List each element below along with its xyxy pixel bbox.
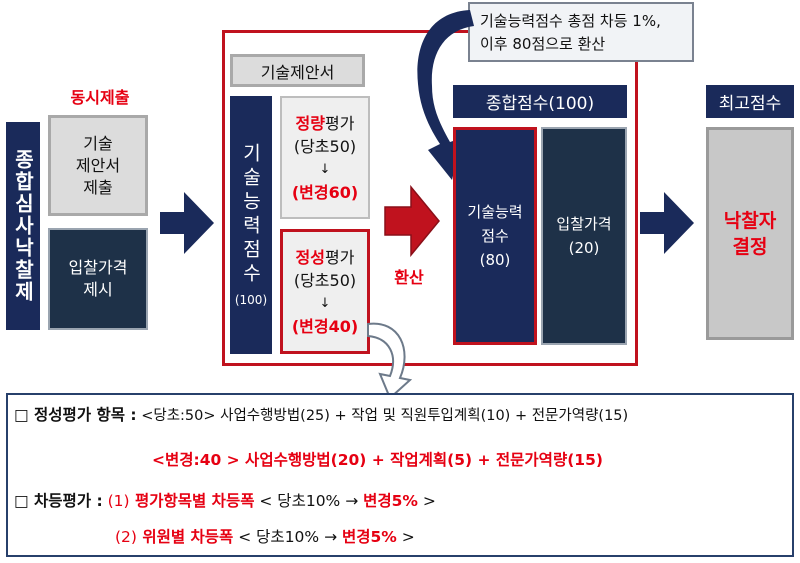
note-diff1-end: > xyxy=(417,492,436,510)
quant-after: (변경60) xyxy=(291,182,359,202)
left-label-text: 종합심사낙찰제 xyxy=(11,149,35,303)
callout-box: 기술능력점수 총점 차등 1%, 이후 80점으로 환산 xyxy=(468,2,694,62)
bid-price-text: 입찰가격 제시 xyxy=(68,258,128,299)
arrow-right-icon xyxy=(640,192,694,254)
arrow-right-icon xyxy=(160,192,214,254)
tech-score-sub: (100) xyxy=(234,293,268,307)
note-diff-label: □ 차등평가 : xyxy=(14,492,103,510)
highest-header-text: 최고점수 xyxy=(718,94,782,114)
curved-arrow-icon xyxy=(417,10,474,180)
quant-before: (당초50) xyxy=(293,136,357,156)
note-box xyxy=(6,393,794,557)
note-items-after: <변경:40 > 사업수행방법(20) + 작업계획(5) + 전문가역량(15… xyxy=(152,451,603,469)
note-diff2-after: 변경5% xyxy=(341,528,397,546)
quant-title-red: 정량 xyxy=(295,113,325,133)
total-header: 종합점수(100) xyxy=(453,85,627,118)
tech-score-label: 기술능력점수 xyxy=(239,143,262,287)
note-diff1-num: (1) xyxy=(107,492,130,510)
note-diff2-red: 위원별 차등폭 xyxy=(136,528,234,546)
callout-line-1: 기술능력점수 총점 차등 1%, xyxy=(480,12,661,30)
total-price-text: 입찰가격 (20) xyxy=(556,215,612,257)
simultaneous-title: 동시제출 xyxy=(70,88,130,107)
note-items-label: □ 정성평가 항목 : xyxy=(14,406,137,424)
proposal-header: 기술제안서 xyxy=(230,54,365,87)
note-diff1-mid: < 당초10% → xyxy=(254,492,364,510)
tech-proposal-text: 기술 제안서 제출 xyxy=(75,133,121,197)
note-diff-line-2: (2) 위원별 차등폭 < 당초10% → 변경5% > xyxy=(115,525,415,547)
quant-arrow: ↓ xyxy=(319,161,331,177)
qual-arrow: ↓ xyxy=(319,295,331,311)
tech-score-column: 기술능력점수 (100) xyxy=(230,96,272,354)
note-diff2-num: (2) xyxy=(115,528,137,546)
note-diff1-after: 변경5% xyxy=(363,492,418,510)
note-diff-line-1: □ 차등평가 : (1) 평가항목별 차등폭 < 당초10% → 변경5% > xyxy=(14,489,436,511)
bid-price-box: 입찰가격 제시 xyxy=(48,228,148,330)
qual-title-red: 정성 xyxy=(295,247,325,267)
qual-after: (변경40) xyxy=(291,316,359,336)
note-diff1-red: 평가항목별 차등폭 xyxy=(129,492,255,510)
left-label: 종합심사낙찰제 xyxy=(6,122,40,330)
qual-eval-box: 정성평가 (당초50) ↓ (변경40) xyxy=(280,229,370,354)
callout-line-2: 이후 80점으로 환산 xyxy=(480,35,606,53)
total-tech-box: 기술능력 점수 (80) xyxy=(453,127,537,345)
total-header-text: 종합점수(100) xyxy=(485,94,595,114)
convert-label: 환산 xyxy=(394,268,424,287)
total-tech-text: 기술능력 점수 (80) xyxy=(467,203,523,269)
highest-header: 최고점수 xyxy=(706,85,794,118)
quant-title-rest: 평가 xyxy=(325,113,355,133)
connector-arrow-icon xyxy=(367,322,413,400)
note-diff2-end: > xyxy=(396,528,415,546)
convert-arrow-icon xyxy=(384,185,440,257)
total-price-box: 입찰가격 (20) xyxy=(541,127,627,345)
note-items-before: <당초:50> 사업수행방법(25) + 작업 및 직원투입계획(10) + 전… xyxy=(136,408,629,424)
proposal-header-text: 기술제안서 xyxy=(260,62,335,82)
winner-text: 낙찰자 결정 xyxy=(723,209,777,258)
qual-title-rest: 평가 xyxy=(325,247,355,267)
note-diff2-mid: < 당초10% → xyxy=(233,528,342,546)
tech-proposal-box: 기술 제안서 제출 xyxy=(48,115,148,216)
qual-before: (당초50) xyxy=(293,270,357,290)
note-items-line: □ 정성평가 항목 : <당초:50> 사업수행방법(25) + 작업 및 직원… xyxy=(14,403,628,425)
quant-eval-box: 정량평가 (당초50) ↓ (변경60) xyxy=(280,96,370,219)
winner-box: 낙찰자 결정 xyxy=(706,127,794,340)
